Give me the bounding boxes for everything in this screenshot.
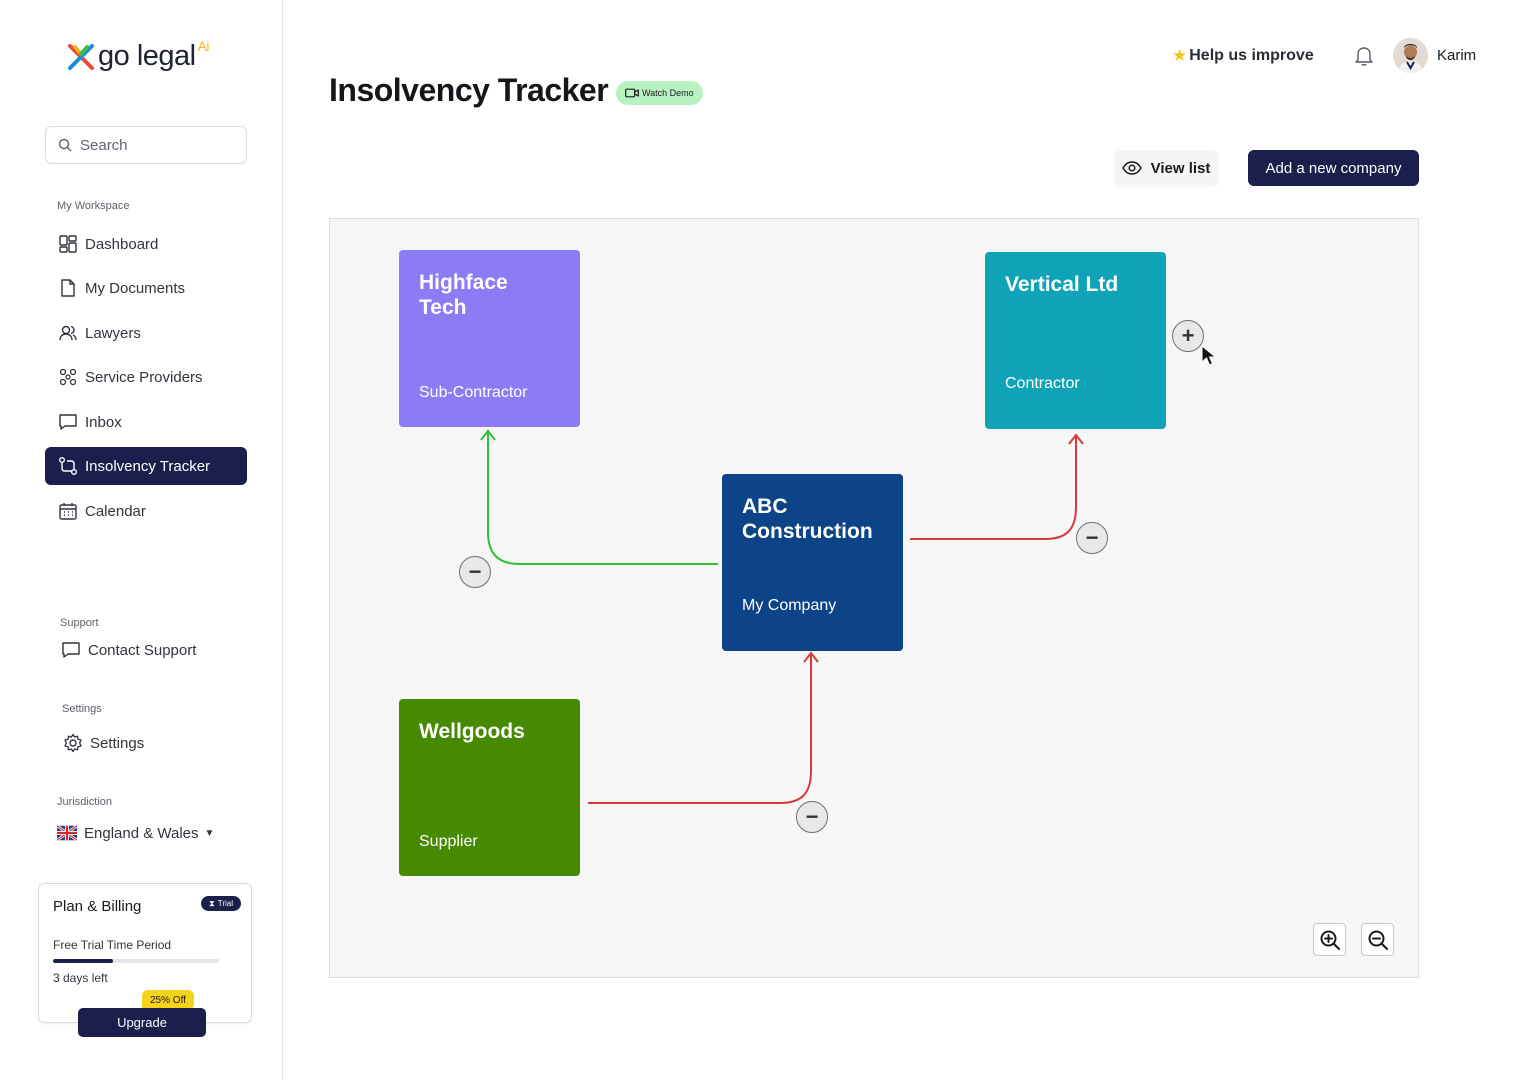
sidebar-item-inbox[interactable]: Inbox xyxy=(45,403,247,441)
view-list-label: View list xyxy=(1150,159,1211,177)
tracker-canvas[interactable]: Highface Tech Sub-Contractor Vertical Lt… xyxy=(329,218,1419,978)
settings-label: Settings xyxy=(62,703,102,715)
arrowhead-abc xyxy=(803,651,819,663)
upgrade-button[interactable]: Upgrade xyxy=(78,1008,206,1037)
sidebar-item-label: Lawyers xyxy=(85,324,141,342)
page-title: Insolvency Tracker xyxy=(329,72,609,108)
document-icon xyxy=(61,279,75,297)
jurisdiction-value: England & Wales xyxy=(84,824,199,842)
sidebar-item-label: Dashboard xyxy=(85,235,159,253)
node-role: Sub-Contractor xyxy=(419,384,528,401)
remove-link-vertical-button[interactable]: − xyxy=(1076,522,1108,554)
gear-icon xyxy=(64,733,82,753)
watch-demo-label: Watch Demo xyxy=(642,88,694,98)
edge-abc-highface xyxy=(487,433,718,565)
sidebar-item-label: Calendar xyxy=(85,502,146,520)
contact-support-link[interactable]: Contact Support xyxy=(48,631,250,669)
settings-item-label: Settings xyxy=(90,734,145,752)
watch-demo-button[interactable]: Watch Demo xyxy=(616,81,703,105)
trial-badge: ⧗Trial xyxy=(201,896,241,911)
node-role: My Company xyxy=(742,597,837,614)
arrowhead-highface xyxy=(480,429,496,441)
calendar-icon xyxy=(59,503,77,520)
avatar[interactable] xyxy=(1393,38,1428,73)
chat-icon xyxy=(62,642,80,658)
arrowhead-vertical xyxy=(1068,433,1084,445)
sidebar-item-service-providers[interactable]: Service Providers xyxy=(45,358,247,396)
dashboard-icon xyxy=(59,235,77,253)
sidebar-item-insolvency-tracker[interactable]: Insolvency Tracker xyxy=(45,447,247,485)
search-placeholder: Search xyxy=(80,136,128,154)
sidebar-item-label: Service Providers xyxy=(85,368,203,386)
trial-badge-label: Trial xyxy=(217,899,233,908)
node-highface-tech[interactable]: Highface Tech Sub-Contractor xyxy=(399,250,580,427)
jurisdiction-select[interactable]: England & Wales ▼ xyxy=(44,814,246,852)
logo-ai-mark: Ai xyxy=(197,38,210,54)
node-name: Wellgoods xyxy=(419,720,525,743)
hourglass-icon: ⧗ xyxy=(209,898,215,908)
zoom-in-icon xyxy=(1320,930,1340,950)
sidebar-item-calendar[interactable]: Calendar xyxy=(45,492,247,530)
trial-progress-bar xyxy=(53,959,219,963)
node-role: Contractor xyxy=(1005,375,1080,392)
add-company-button[interactable]: Add a new company xyxy=(1248,150,1419,186)
remove-link-highface-button[interactable]: − xyxy=(459,556,491,588)
zoom-in-button[interactable] xyxy=(1313,923,1346,956)
mouse-cursor-icon xyxy=(1201,345,1217,366)
search-input[interactable]: Search xyxy=(45,126,247,164)
logo-mark-icon xyxy=(68,44,94,70)
logo-text: go legal xyxy=(98,39,196,72)
search-icon xyxy=(58,138,72,152)
help-label: Help us improve xyxy=(1189,47,1314,64)
view-list-button[interactable]: View list xyxy=(1114,150,1218,186)
eye-icon xyxy=(1121,161,1142,175)
providers-icon xyxy=(59,368,77,386)
node-role: Supplier xyxy=(419,833,478,850)
trial-progress-fill xyxy=(53,959,113,963)
help-us-improve-link[interactable]: ★ Help us improve xyxy=(1172,46,1314,66)
zoom-out-button[interactable] xyxy=(1361,923,1394,956)
plan-title: Plan & Billing xyxy=(53,898,142,915)
uk-flag-icon xyxy=(57,824,77,842)
sidebar-item-label: Inbox xyxy=(85,413,122,431)
chevron-down-icon: ▼ xyxy=(204,827,215,839)
zoom-out-icon xyxy=(1368,930,1388,950)
node-abc-construction[interactable]: ABC Construction My Company xyxy=(722,474,903,651)
plan-period: Free Trial Time Period xyxy=(53,938,172,952)
add-link-button[interactable]: + xyxy=(1172,320,1204,352)
sidebar: go legal Ai Search My Workspace Dashboar… xyxy=(0,0,283,1080)
sidebar-item-label: My Documents xyxy=(85,279,186,297)
days-left: 3 days left xyxy=(53,971,108,985)
logo[interactable]: go legal Ai xyxy=(66,38,210,74)
jurisdiction-label: Jurisdiction xyxy=(57,796,113,808)
support-label: Support xyxy=(60,617,99,629)
connector-layer xyxy=(480,429,1084,804)
star-icon: ★ xyxy=(1172,46,1188,65)
users-icon xyxy=(59,325,77,341)
node-name: ABC Construction xyxy=(742,495,873,543)
node-vertical-ltd[interactable]: Vertical Ltd Contractor xyxy=(985,252,1166,429)
sidebar-item-settings[interactable]: Settings xyxy=(50,724,252,762)
edge-wellgoods-abc xyxy=(588,655,812,804)
contact-support-label: Contact Support xyxy=(88,641,197,659)
user-name: Karim xyxy=(1437,47,1477,64)
video-camera-icon xyxy=(625,88,639,98)
node-name: Highface Tech xyxy=(419,271,508,319)
node-wellgoods[interactable]: Wellgoods Supplier xyxy=(399,699,580,876)
node-name: Vertical Ltd xyxy=(1005,273,1119,296)
workspace-label: My Workspace xyxy=(57,200,130,212)
tracker-icon xyxy=(59,457,77,475)
plan-billing-card: Plan & Billing ⧗Trial Free Trial Time Pe… xyxy=(38,883,252,1023)
bell-icon[interactable] xyxy=(1354,45,1374,67)
edge-abc-vertical xyxy=(910,437,1077,540)
sidebar-item-dashboard[interactable]: Dashboard xyxy=(45,225,247,263)
sidebar-item-my-documents[interactable]: My Documents xyxy=(45,269,247,307)
sidebar-item-lawyers[interactable]: Lawyers xyxy=(45,314,247,352)
discount-badge: 25% Off xyxy=(142,990,194,1010)
sidebar-item-label: Insolvency Tracker xyxy=(85,457,211,475)
user-avatar-icon xyxy=(1393,38,1428,73)
remove-link-wellgoods-button[interactable]: − xyxy=(796,801,828,833)
inbox-icon xyxy=(59,414,77,430)
